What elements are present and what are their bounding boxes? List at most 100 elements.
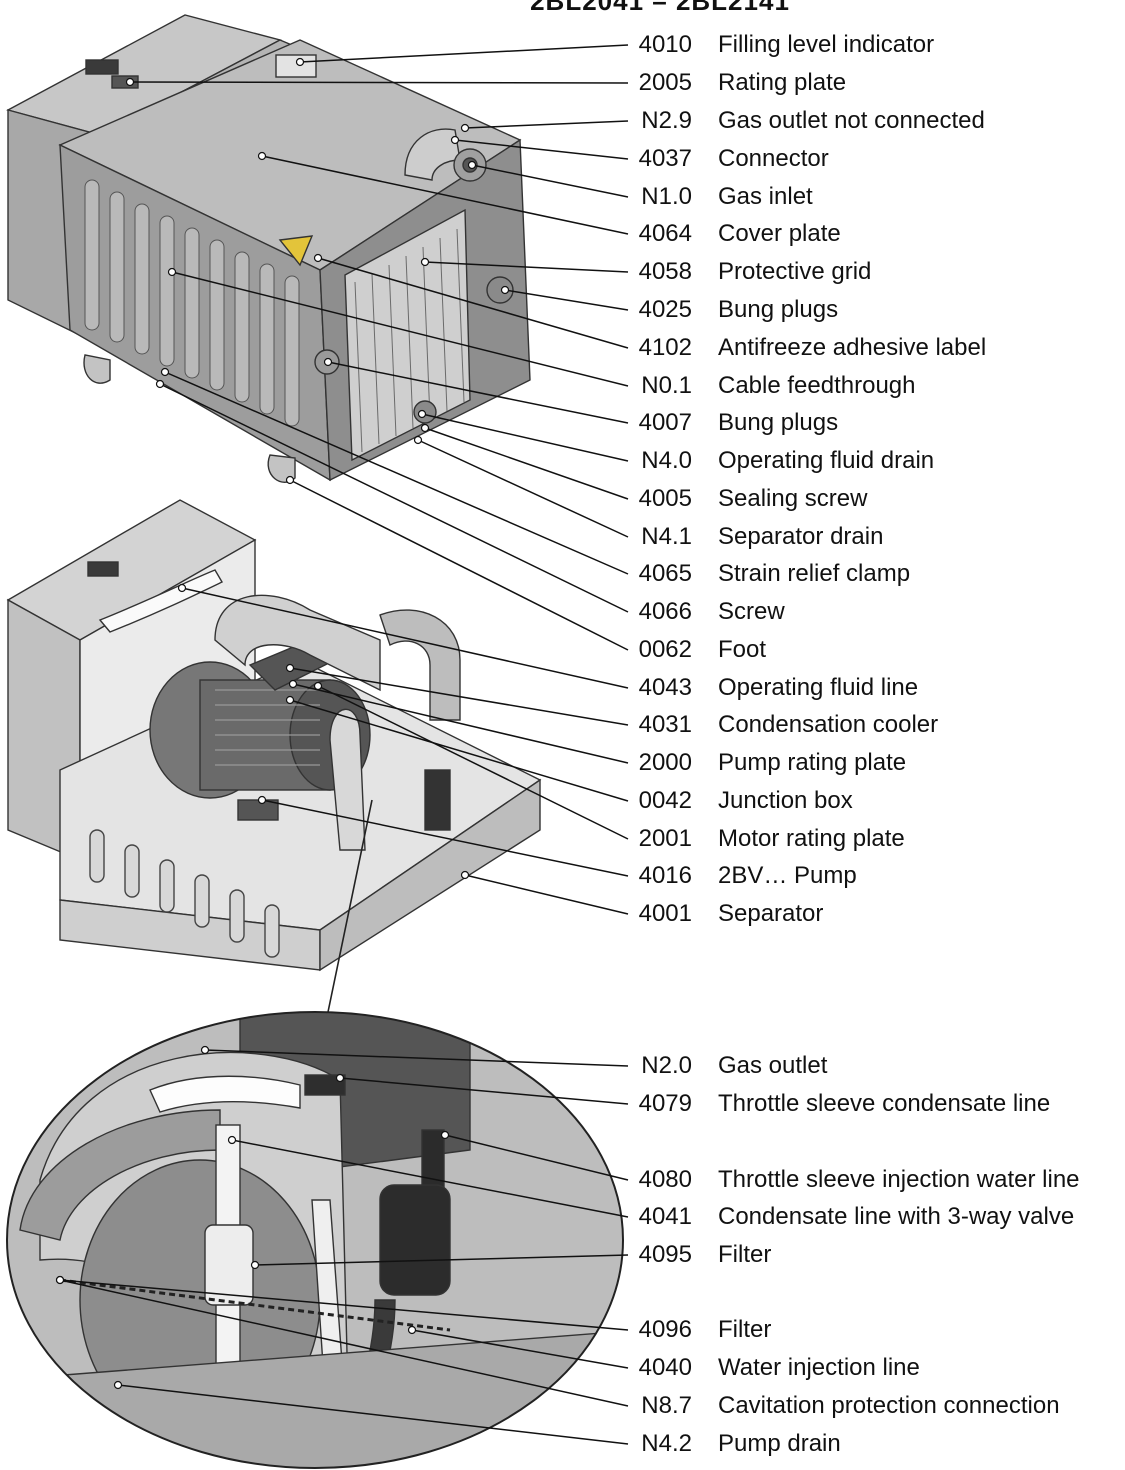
legend-label: Gas outlet	[718, 1052, 828, 1079]
legend-label: Throttle sleeve injection water line	[718, 1166, 1080, 1193]
legend-code: 4007	[638, 409, 692, 436]
legend-code: 4080	[638, 1166, 692, 1193]
legend-code: 4041	[638, 1203, 692, 1230]
leader-line	[411, 1329, 629, 1369]
leader-line	[504, 289, 629, 311]
legend-code: 4043	[638, 674, 692, 701]
legend-code: N8.7	[641, 1392, 692, 1419]
legend-code: N2.0	[641, 1052, 692, 1079]
leader-dot	[257, 795, 267, 805]
legend-code: N0.1	[641, 372, 692, 399]
leader-line	[464, 120, 629, 129]
legend-label: Sealing screw	[718, 485, 868, 512]
legend-label: Filter	[718, 1241, 772, 1268]
leader-line	[327, 361, 629, 424]
legend-code: 4001	[638, 900, 692, 927]
diagram-title: 2BL2041 – 2BL2141	[530, 0, 790, 16]
leader-line	[117, 1384, 629, 1445]
legend-label: Rating plate	[718, 69, 847, 96]
legend-code: 4025	[638, 296, 692, 323]
leader-dot	[313, 681, 323, 691]
legend-code: 0062	[638, 636, 692, 663]
leader-dot	[295, 57, 305, 67]
leader-line	[59, 1279, 629, 1331]
leader-dot	[160, 367, 170, 377]
leader-dot	[420, 423, 430, 433]
legend-label: Strain relief clamp	[718, 560, 911, 587]
legend-code: N4.1	[641, 523, 692, 550]
leader-line	[424, 427, 629, 500]
leader-line	[171, 271, 629, 387]
leader-dot	[460, 870, 470, 880]
leader-dot	[500, 285, 510, 295]
leader-lines	[55, 44, 629, 1445]
leader-dot	[440, 1130, 450, 1140]
legend-code: 4010	[638, 31, 692, 58]
leader-dot	[177, 583, 187, 593]
legend-code: 4058	[638, 258, 692, 285]
leader-line	[339, 1077, 629, 1105]
leader-dot	[460, 123, 470, 133]
leader-line	[231, 1139, 629, 1218]
legend-code: N4.2	[641, 1430, 692, 1457]
leader-dot	[288, 679, 298, 689]
legend-code: 4064	[638, 220, 692, 247]
legend-label: Screw	[718, 598, 785, 625]
legend-label: Protective grid	[718, 258, 872, 285]
legend-code: 4096	[638, 1316, 692, 1343]
legend-code: 4095	[638, 1241, 692, 1268]
leader-line	[204, 1049, 629, 1067]
legend-code: N4.0	[641, 447, 692, 474]
legend-label: Pump rating plate	[718, 749, 907, 776]
legend-code: 4031	[638, 711, 692, 738]
legend-label: Condensation cooler	[718, 711, 939, 738]
legend-label: Operating fluid drain	[718, 447, 935, 474]
legend-label: Gas inlet	[718, 183, 813, 210]
legend-label: Separator drain	[718, 523, 884, 550]
leader-line	[424, 261, 629, 273]
leader-line	[129, 81, 629, 84]
leader-dot	[250, 1260, 260, 1270]
leader-dot	[167, 267, 177, 277]
legend-code: N1.0	[641, 183, 692, 210]
leader-dot	[257, 151, 267, 161]
legend-label: Operating fluid line	[718, 674, 919, 701]
leader-line	[289, 699, 629, 802]
legend-label: Motor rating plate	[718, 825, 905, 852]
legend-label: Filling level indicator	[718, 31, 935, 58]
legend-label: Bung plugs	[718, 409, 839, 436]
leader-line	[159, 383, 629, 613]
legend-label: Pump drain	[718, 1430, 841, 1457]
leader-line	[464, 874, 629, 915]
legend-code: 4040	[638, 1354, 692, 1381]
leader-line	[164, 371, 629, 575]
leader-dot	[155, 379, 165, 389]
leader-dot	[323, 357, 333, 367]
legend-code: 4016	[638, 862, 692, 889]
leader-dot	[285, 475, 295, 485]
leader-dot	[413, 435, 423, 445]
leader-line	[317, 685, 629, 840]
open-pump-drawing	[6, 499, 542, 972]
leader-dot	[227, 1135, 237, 1145]
legend-label: Cavitation protection connection	[718, 1392, 1060, 1419]
leader-dot	[200, 1045, 210, 1055]
legend-label: Water injection line	[718, 1354, 920, 1381]
legend-code: 0042	[638, 787, 692, 814]
leader-dot	[313, 253, 323, 263]
legend-label: Cover plate	[718, 220, 841, 247]
leader-dot	[450, 135, 460, 145]
legend-label: Throttle sleeve condensate line	[718, 1090, 1051, 1117]
leader-line	[421, 413, 629, 462]
legend-code: 2001	[638, 825, 692, 852]
legend-label: Separator	[718, 900, 824, 927]
legend-code: 4079	[638, 1090, 692, 1117]
leader-dot	[55, 1275, 65, 1285]
leader-dot	[467, 160, 477, 170]
legend-code: N2.9	[641, 107, 692, 134]
legend-code: 4005	[638, 485, 692, 512]
leader-line	[417, 439, 629, 538]
legend-label: Junction box	[718, 787, 853, 814]
leader-line	[261, 799, 629, 877]
